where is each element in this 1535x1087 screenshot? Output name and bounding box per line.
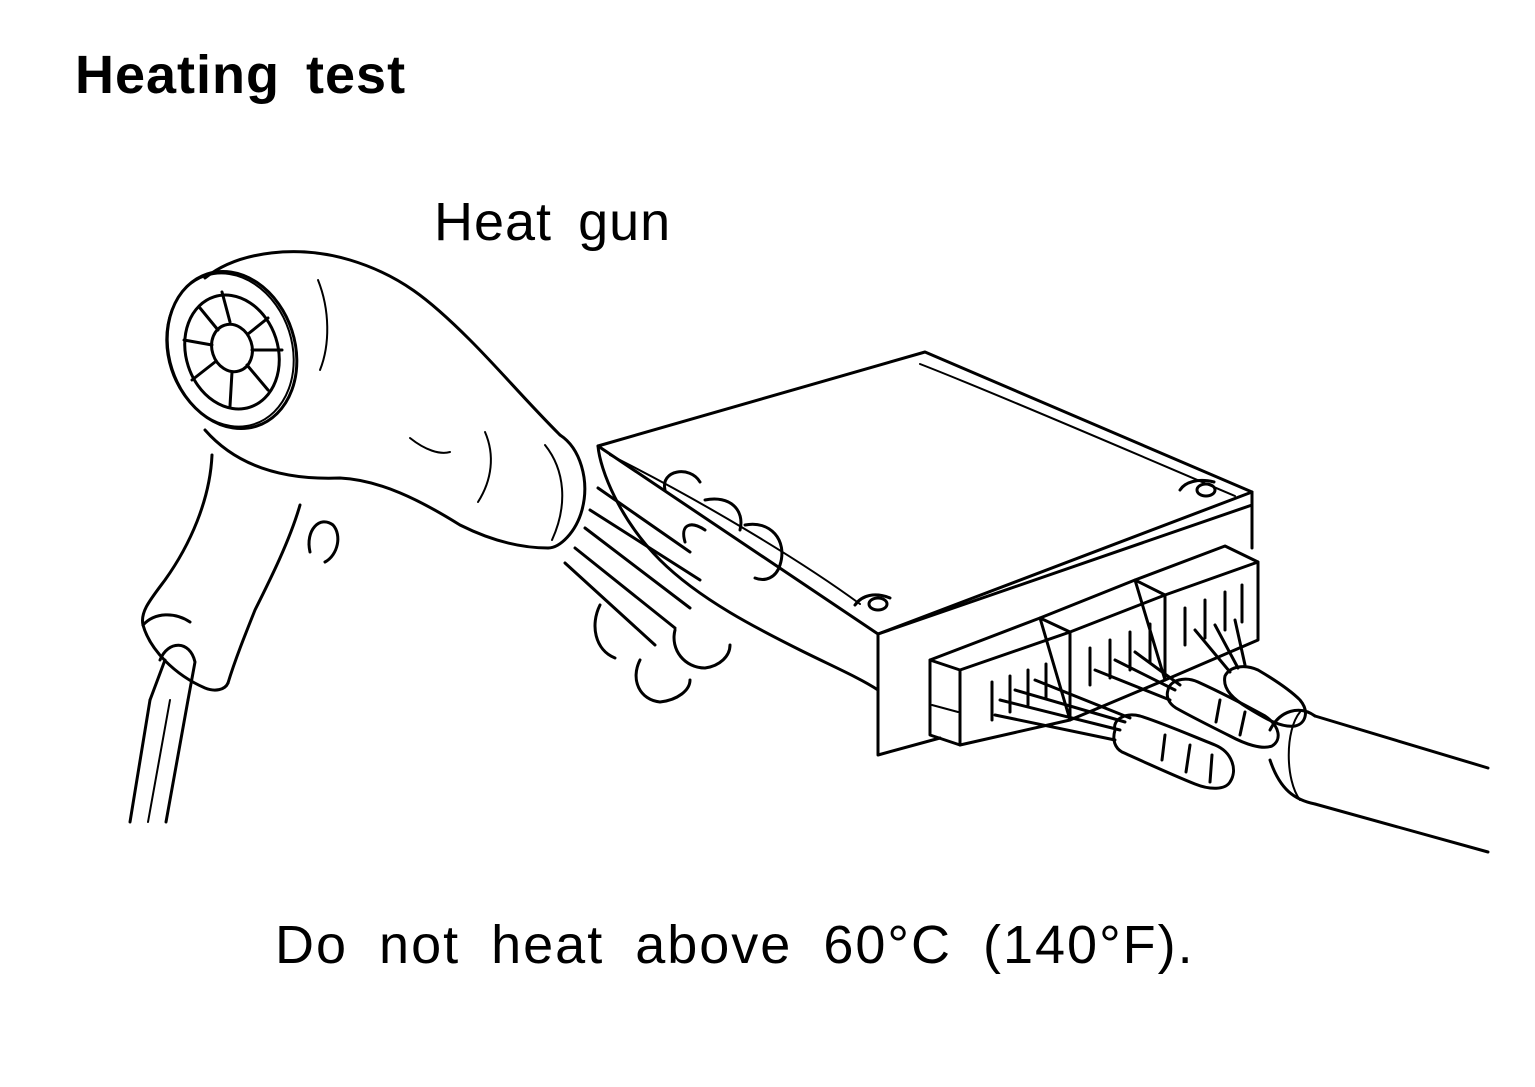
heat-flow-icon — [563, 470, 784, 704]
page-title: Heating test — [75, 45, 407, 105]
heat-gun-icon — [128, 250, 587, 824]
heat-gun-intake — [165, 269, 299, 431]
heat-gun-label: Heat gun — [434, 192, 672, 252]
temperature-warning: Do not heat above 60°C (140°F). — [275, 915, 1195, 975]
wire-harness-icon — [993, 618, 1490, 854]
control-unit-icon — [596, 350, 1260, 757]
